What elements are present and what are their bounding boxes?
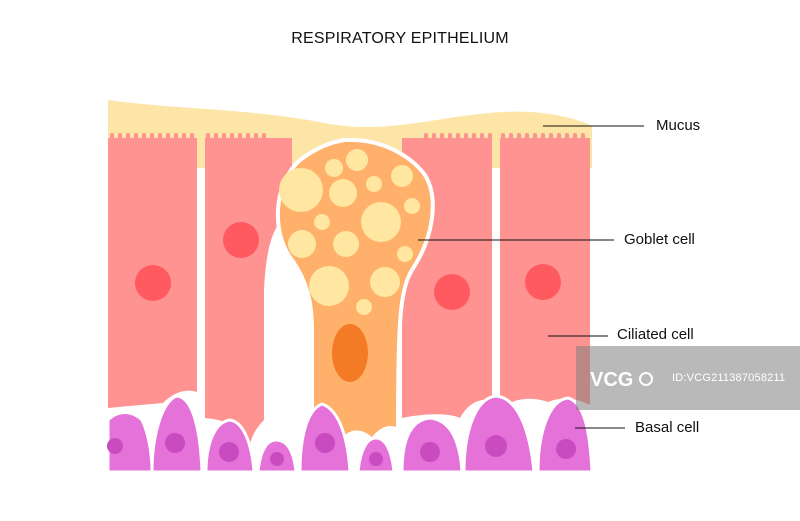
basal-nucleus [556, 439, 576, 459]
mucus-droplet [370, 267, 400, 297]
cilium [158, 133, 162, 165]
cilium [432, 133, 436, 165]
cilium [464, 133, 468, 165]
cilium [549, 133, 553, 165]
cilium [472, 133, 476, 165]
cilium [174, 133, 178, 165]
basal-cell [462, 394, 536, 474]
cilium [222, 133, 226, 165]
cilium [182, 133, 186, 165]
cilium [541, 133, 545, 165]
diagram-title: RESPIRATORY EPITHELIUM [291, 30, 509, 47]
cilium [134, 133, 138, 165]
watermark-id: ID:VCG211387058211 [672, 372, 786, 384]
mucus-droplet [279, 168, 323, 212]
ciliated-nucleus [223, 222, 259, 258]
cilium [142, 133, 146, 165]
cilium [254, 133, 258, 165]
mucus-droplet [314, 214, 330, 230]
cilium [230, 133, 234, 165]
cilium [573, 133, 577, 165]
basal-nucleus [107, 438, 123, 454]
cilium [110, 133, 114, 165]
cilium [448, 133, 452, 165]
ciliated-nucleus [434, 274, 470, 310]
label-mucus: Mucus [656, 117, 701, 134]
mucus-droplet [346, 149, 368, 171]
ciliated-nuclei [135, 222, 561, 310]
cilium [509, 133, 513, 165]
basal-nuclei [107, 433, 576, 466]
watermark-logo-text: VCG [590, 369, 633, 391]
cilium [150, 133, 154, 165]
basal-nucleus [165, 433, 185, 453]
watermark-logo: VCG [590, 369, 653, 391]
mucus-droplet [329, 179, 357, 207]
cilium [118, 133, 122, 165]
cilium [533, 133, 537, 165]
cilium [565, 133, 569, 165]
cilium [238, 133, 242, 165]
cilium [166, 133, 170, 165]
ciliated-nucleus [135, 265, 171, 301]
mucus-droplet [288, 230, 316, 258]
ciliated-nucleus [525, 264, 561, 300]
cilium [440, 133, 444, 165]
cilium [190, 133, 194, 165]
cilium [517, 133, 521, 165]
cilium [214, 133, 218, 165]
label-ciliated-cell: Ciliated cell [617, 326, 694, 343]
mucus-droplet [391, 165, 413, 187]
cilium [262, 133, 266, 165]
label-basal-cell: Basal cell [635, 419, 700, 436]
cilium [501, 133, 505, 165]
basal-nucleus [270, 452, 284, 466]
goblet-nucleus [332, 324, 368, 382]
cilium [525, 133, 529, 165]
basal-nucleus [369, 452, 383, 466]
cilium [246, 133, 250, 165]
cilium [480, 133, 484, 165]
cilium [456, 133, 460, 165]
mucus-droplet [404, 198, 420, 214]
mucus-droplet [361, 202, 401, 242]
cilium [424, 133, 428, 165]
cilium [581, 133, 585, 165]
basal-nucleus [420, 442, 440, 462]
ciliated-cell-2 [205, 138, 292, 444]
label-goblet-cell: Goblet cell [624, 231, 695, 248]
mucus-droplet [333, 231, 359, 257]
mucus-droplet [397, 246, 413, 262]
mucus-droplet [356, 299, 372, 315]
basal-nucleus [315, 433, 335, 453]
basal-nucleus [219, 442, 239, 462]
mucus-droplet [325, 159, 343, 177]
basal-nucleus [485, 435, 507, 457]
cilium [488, 133, 492, 165]
cilium [557, 133, 561, 165]
cilia [110, 133, 585, 165]
cilium [126, 133, 130, 165]
mucus-droplet [366, 176, 382, 192]
mucus-droplet [309, 266, 349, 306]
cilium [206, 133, 210, 165]
basal-cell [536, 396, 594, 474]
mucus-droplets [279, 149, 420, 315]
watermark: VCG ID:VCG211387058211 [576, 346, 800, 410]
